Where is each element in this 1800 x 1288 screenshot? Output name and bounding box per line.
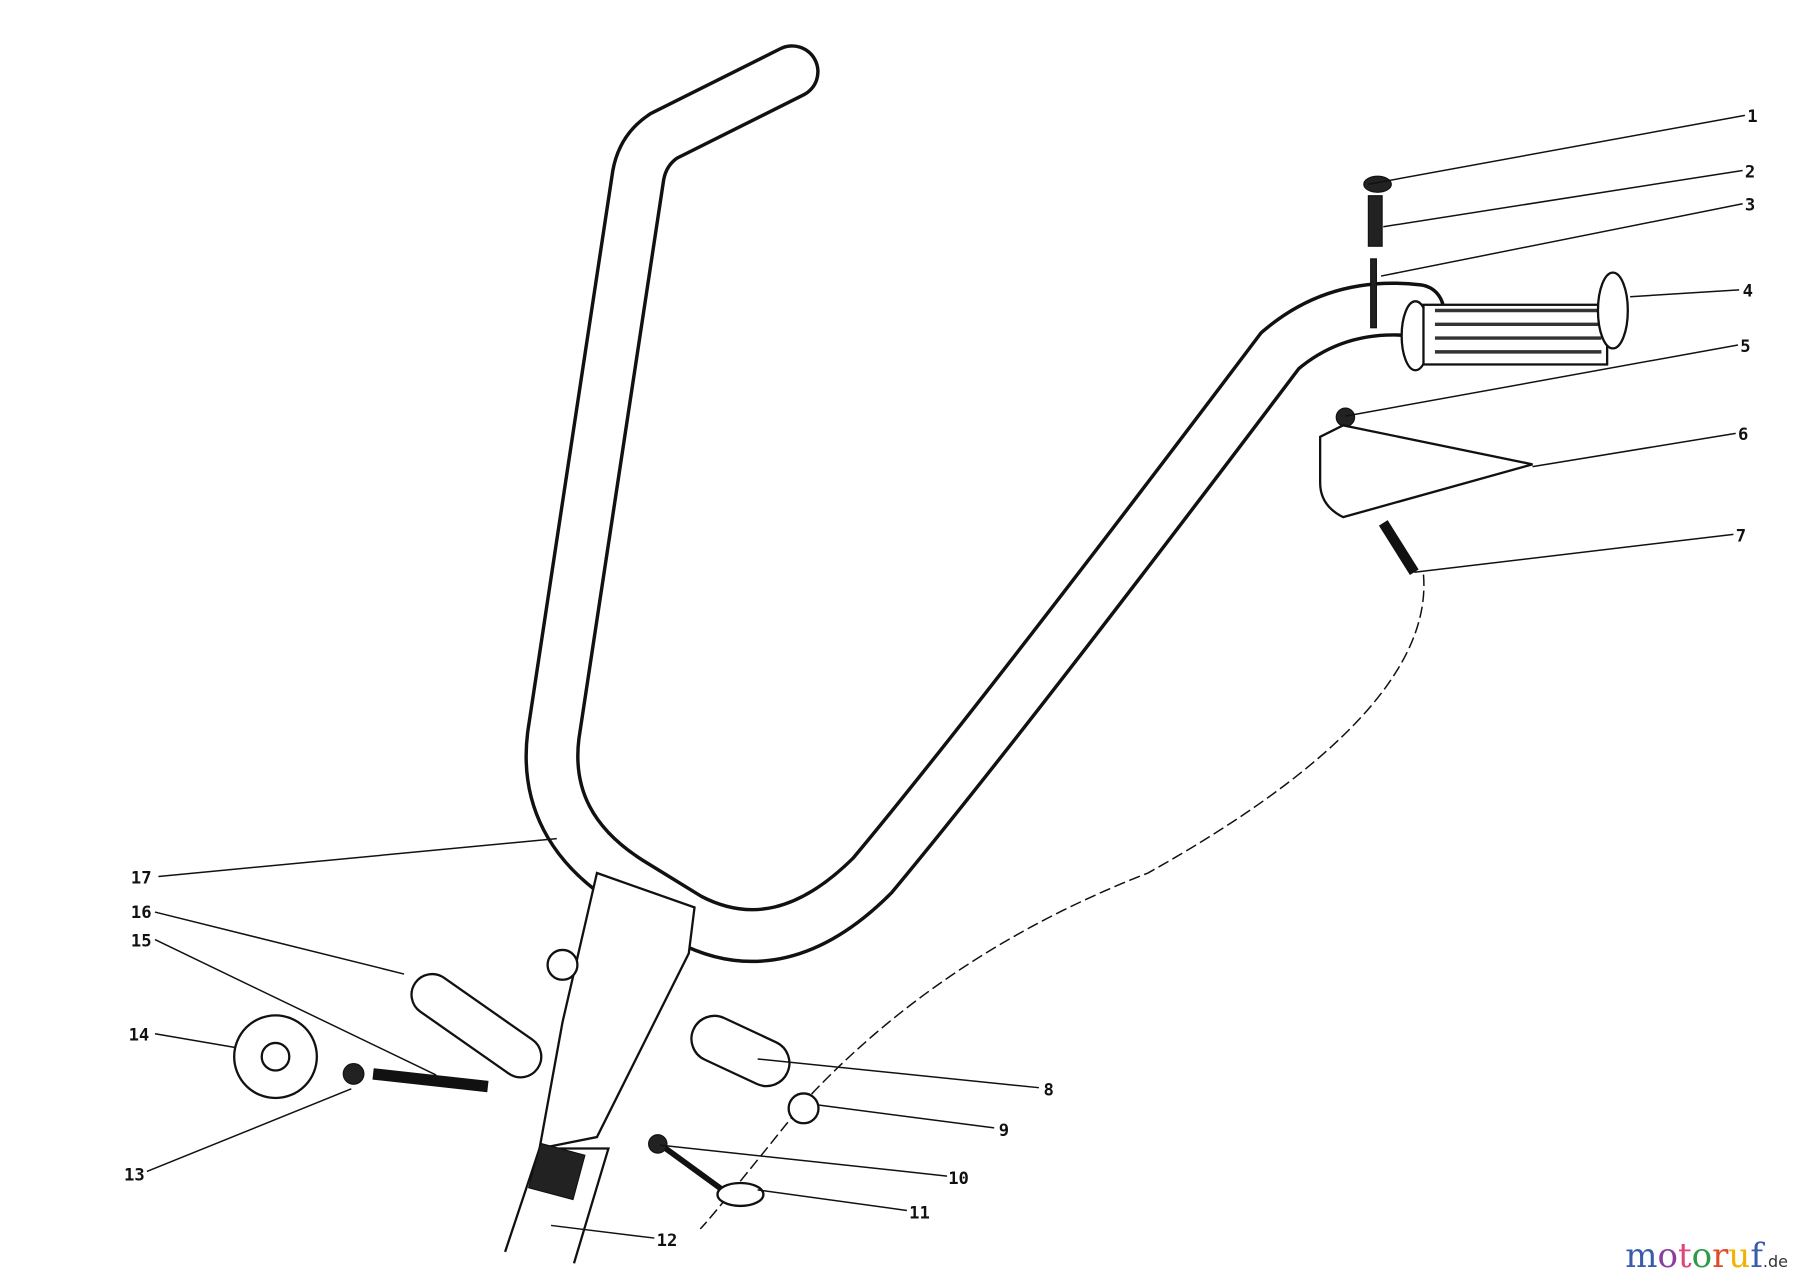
nut <box>1335 407 1356 428</box>
grip <box>1400 271 1629 372</box>
callout-3: 3 <box>1745 196 1755 216</box>
eye-bolt <box>716 1181 765 1208</box>
callout-16: 16 <box>131 903 152 923</box>
retaining-ring <box>546 948 579 981</box>
spacer <box>690 1014 791 1088</box>
handle-tube <box>524 44 1446 964</box>
callout-1: 1 <box>1747 107 1757 127</box>
knob-center <box>260 1041 291 1072</box>
watermark-letter: r <box>1712 1236 1729 1276</box>
rod <box>1370 258 1377 329</box>
callout-5: 5 <box>1740 337 1750 357</box>
watermark-brand: motoruf <box>1625 1236 1763 1276</box>
spring <box>1367 195 1383 247</box>
watermark-letter: f <box>1750 1236 1763 1276</box>
callout-4: 4 <box>1743 282 1753 302</box>
callout-12: 12 <box>657 1231 678 1251</box>
bracket <box>1319 424 1533 519</box>
callout-labels: 1 2 3 4 5 6 7 8 9 10 11 12 13 14 15 16 1… <box>124 107 1758 1251</box>
cap <box>1363 175 1392 193</box>
leader-lines <box>146 114 1746 1239</box>
callout-2: 2 <box>1745 162 1755 182</box>
washer <box>342 1063 365 1085</box>
callout-15: 15 <box>131 931 152 951</box>
watermark-suffix: .de <box>1762 1252 1788 1271</box>
callout-6: 6 <box>1738 425 1748 445</box>
callout-9: 9 <box>999 1121 1009 1141</box>
watermark-letter: m <box>1625 1236 1658 1276</box>
callout-10: 10 <box>948 1169 969 1189</box>
retaining-ring <box>787 1092 820 1125</box>
callout-8: 8 <box>1043 1081 1053 1101</box>
callout-14: 14 <box>129 1026 150 1046</box>
bolt <box>1378 520 1419 575</box>
callout-11: 11 <box>909 1204 930 1224</box>
watermark-letter: o <box>1657 1236 1678 1276</box>
pin <box>410 972 543 1079</box>
watermark-letter: o <box>1691 1236 1713 1276</box>
watermark-logo: motoruf.de <box>1625 1236 1788 1276</box>
watermark-letter: u <box>1728 1236 1751 1276</box>
mount-bracket <box>504 871 696 1264</box>
callout-17: 17 <box>131 868 152 888</box>
callout-7: 7 <box>1736 526 1746 546</box>
nut-10 <box>648 1134 668 1154</box>
callout-13: 13 <box>124 1166 145 1186</box>
watermark-letter: t <box>1677 1236 1692 1276</box>
threaded-rod <box>372 1068 489 1093</box>
